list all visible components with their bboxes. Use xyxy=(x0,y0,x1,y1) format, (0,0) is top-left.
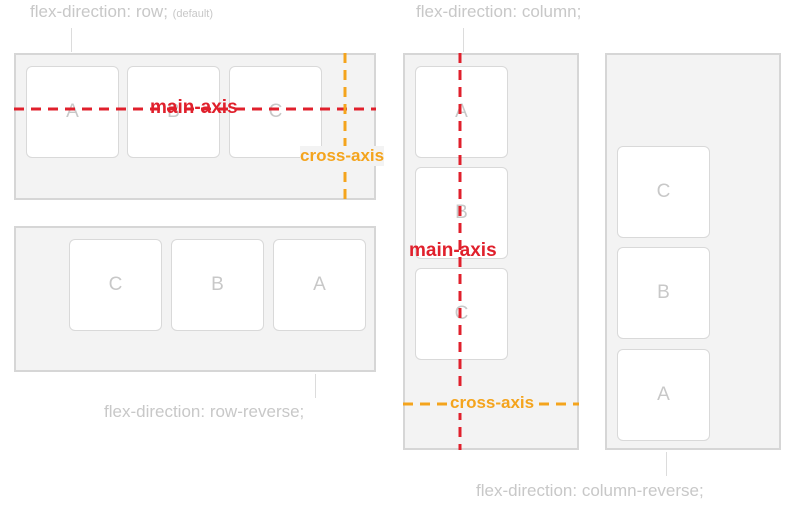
row-reverse-container: C B A xyxy=(14,226,376,372)
caption-column: flex-direction: column; xyxy=(416,2,582,21)
row-reverse-item-b: B xyxy=(171,239,264,331)
caption-row-reverse: flex-direction: row-reverse; xyxy=(104,402,305,421)
row-item-a: A xyxy=(26,66,119,158)
row-reverse-item-a: A xyxy=(273,239,366,331)
row-item-b: B xyxy=(127,66,220,158)
column-main-axis-label: main-axis xyxy=(409,240,497,261)
row-reverse-item-c: C xyxy=(69,239,162,331)
row-cross-axis-label: cross-axis xyxy=(300,146,385,166)
column-reverse-item-b: B xyxy=(617,247,710,339)
row-main-axis-label: main-axis xyxy=(150,97,238,118)
caption-column-connector xyxy=(463,28,464,52)
caption-row: flex-direction: row; (default) xyxy=(30,2,213,22)
caption-row-connector xyxy=(71,28,72,52)
column-reverse-container: C B A xyxy=(605,53,781,450)
column-reverse-item-a: A xyxy=(617,349,710,441)
row-container: A B C xyxy=(14,53,376,200)
caption-column-reverse: flex-direction: column-reverse; xyxy=(476,481,704,500)
row-item-c: C xyxy=(229,66,322,158)
caption-column-reverse-connector xyxy=(666,452,667,476)
column-reverse-item-c: C xyxy=(617,146,710,238)
caption-row-default: (default) xyxy=(172,8,214,20)
caption-row-text: flex-direction: row; xyxy=(30,2,168,21)
caption-row-reverse-connector xyxy=(315,374,316,398)
column-cross-axis-label: cross-axis xyxy=(448,393,537,413)
